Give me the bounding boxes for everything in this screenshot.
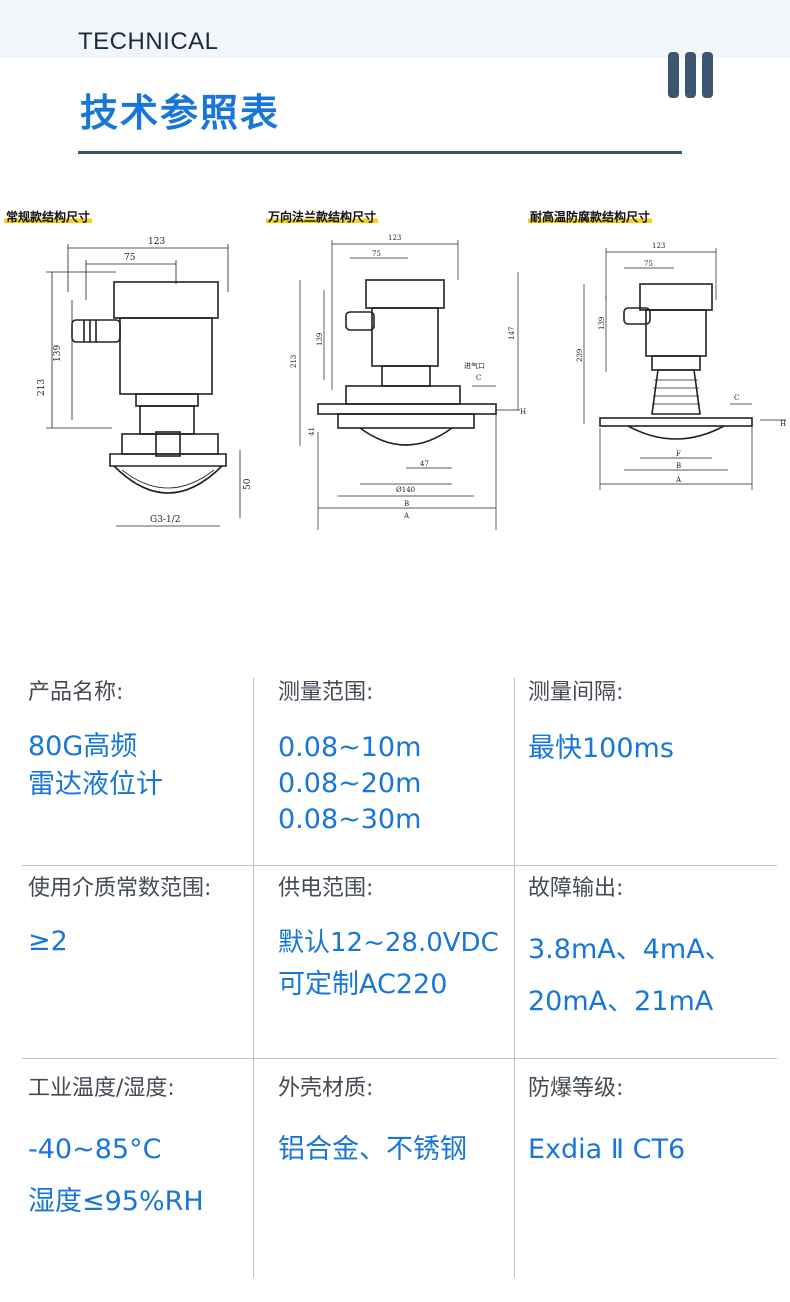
dim-flange-B: B xyxy=(404,500,409,508)
spec-label: 测量间隔: xyxy=(528,680,624,705)
dim-flange-A: A xyxy=(403,512,410,520)
dim-standard-213: 213 xyxy=(37,379,47,396)
spec-value: 0.08~20m xyxy=(278,768,422,799)
dim-flange-140: Ø140 xyxy=(396,486,415,494)
drawing-label-high-temp: 耐高温防腐款结构尺寸 xyxy=(528,208,653,225)
spec-cell-power: 供电范围: 默认12~28.0VDC 可定制AC220 xyxy=(278,874,499,1006)
section-eyebrow: TECHNICAL xyxy=(78,28,219,55)
title-underline xyxy=(78,151,682,154)
dim-flange-75: 75 xyxy=(372,250,381,258)
dim-hightemp-B: B xyxy=(676,462,681,470)
spec-cell-dielectric: 使用介质常数范围: ≥2 xyxy=(28,874,211,962)
spec-table: 产品名称: 80G高频 雷达液位计 测量范围: 0.08~10m 0.08~20… xyxy=(22,678,780,1278)
dim-flange-inlet: 进气口 xyxy=(464,361,485,370)
dim-standard-50: 50 xyxy=(243,478,253,490)
row-divider xyxy=(22,865,777,866)
row-divider xyxy=(22,1058,777,1059)
spec-value: 80G高频 xyxy=(28,731,138,762)
dim-hightemp-139: 139 xyxy=(598,317,606,330)
spec-label: 工业温度/湿度: xyxy=(28,1076,175,1101)
spec-value: Exdia Ⅱ CT6 xyxy=(528,1134,686,1165)
three-bars-icon xyxy=(668,52,714,98)
spec-value: 雷达液位计 xyxy=(28,769,163,800)
spec-value: 默认12~28.0VDC xyxy=(278,928,499,958)
dim-flange-H: H xyxy=(520,408,526,416)
spec-cell-product-name: 产品名称: 80G高频 雷达液位计 xyxy=(28,678,163,804)
dim-hightemp-75: 75 xyxy=(644,260,653,268)
dim-hightemp-A: A xyxy=(675,476,682,484)
spec-label: 测量范围: xyxy=(278,680,374,705)
spec-value: ≥2 xyxy=(28,926,68,957)
dim-standard-75: 75 xyxy=(124,253,136,263)
spec-label: 外壳材质: xyxy=(278,1076,374,1101)
dim-flange-41: 41 xyxy=(308,427,316,436)
spec-label: 故障输出: xyxy=(528,876,624,901)
spec-value: 最快100ms xyxy=(528,733,674,764)
spec-cell-measure-range: 测量范围: 0.08~10m 0.08~20m 0.08~30m xyxy=(278,678,421,838)
dim-standard-thread: G3-1/2 xyxy=(150,515,180,525)
drawing-flange xyxy=(299,240,520,530)
spec-value: 可定制AC220 xyxy=(278,969,448,1000)
dim-hightemp-C: C xyxy=(734,394,739,402)
dim-hightemp-123: 123 xyxy=(652,242,665,250)
spec-value: 0.08~10m xyxy=(278,732,422,763)
spec-cell-temp-humidity: 工业温度/湿度: -40~85°C 湿度≤95%RH xyxy=(28,1074,204,1228)
drawings-svg: 123 75 139 213 50 G3-1/2 123 75 139 213 … xyxy=(37,234,786,530)
spec-label: 防爆等级: xyxy=(528,1076,624,1101)
spec-label: 产品名称: xyxy=(28,680,124,705)
spec-label: 供电范围: xyxy=(278,876,374,901)
spec-label: 使用介质常数范围: xyxy=(28,876,212,901)
dim-standard-139: 139 xyxy=(53,345,63,362)
dim-hightemp-239: 239 xyxy=(576,349,584,362)
dimension-drawings: 常规款结构尺寸 万向法兰款结构尺寸 耐高温防腐款结构尺寸 xyxy=(0,200,790,550)
spec-cell-explosion-rating: 防爆等级: Exdia Ⅱ CT6 xyxy=(528,1074,685,1176)
dim-flange-47: 47 xyxy=(420,460,429,468)
dim-flange-139: 139 xyxy=(316,333,324,346)
column-divider xyxy=(253,678,254,1278)
spec-cell-fault-output: 故障输出: 3.8mA、4mA、 20mA、21mA xyxy=(528,874,732,1028)
spec-value: 20mA、21mA xyxy=(528,986,714,1017)
drawing-label-flange: 万向法兰款结构尺寸 xyxy=(266,208,379,225)
dim-flange-213: 213 xyxy=(290,355,298,368)
dim-flange-147: 147 xyxy=(508,327,516,340)
drawing-standard xyxy=(46,244,241,527)
column-divider xyxy=(514,678,515,1278)
page-title: 技术参照表 xyxy=(80,91,281,135)
dim-flange-C: C xyxy=(476,374,481,382)
dim-hightemp-F: F xyxy=(676,450,681,458)
spec-cell-measure-interval: 测量间隔: 最快100ms xyxy=(528,678,674,768)
spec-value: -40~85°C xyxy=(28,1134,162,1165)
dim-hightemp-H: H xyxy=(780,420,786,428)
drawing-label-standard: 常规款结构尺寸 xyxy=(4,208,93,225)
spec-value: 铝合金、不锈钢 xyxy=(278,1134,467,1165)
spec-cell-housing-material: 外壳材质: 铝合金、不锈钢 xyxy=(278,1074,467,1176)
spec-value: 0.08~30m xyxy=(278,804,422,835)
spec-value: 3.8mA、4mA、 xyxy=(528,934,732,965)
drawing-high-temp xyxy=(583,248,786,490)
dim-flange-123: 123 xyxy=(388,234,401,242)
header-band xyxy=(0,0,790,58)
spec-value: 湿度≤95%RH xyxy=(28,1186,204,1217)
dim-standard-123: 123 xyxy=(148,237,165,247)
